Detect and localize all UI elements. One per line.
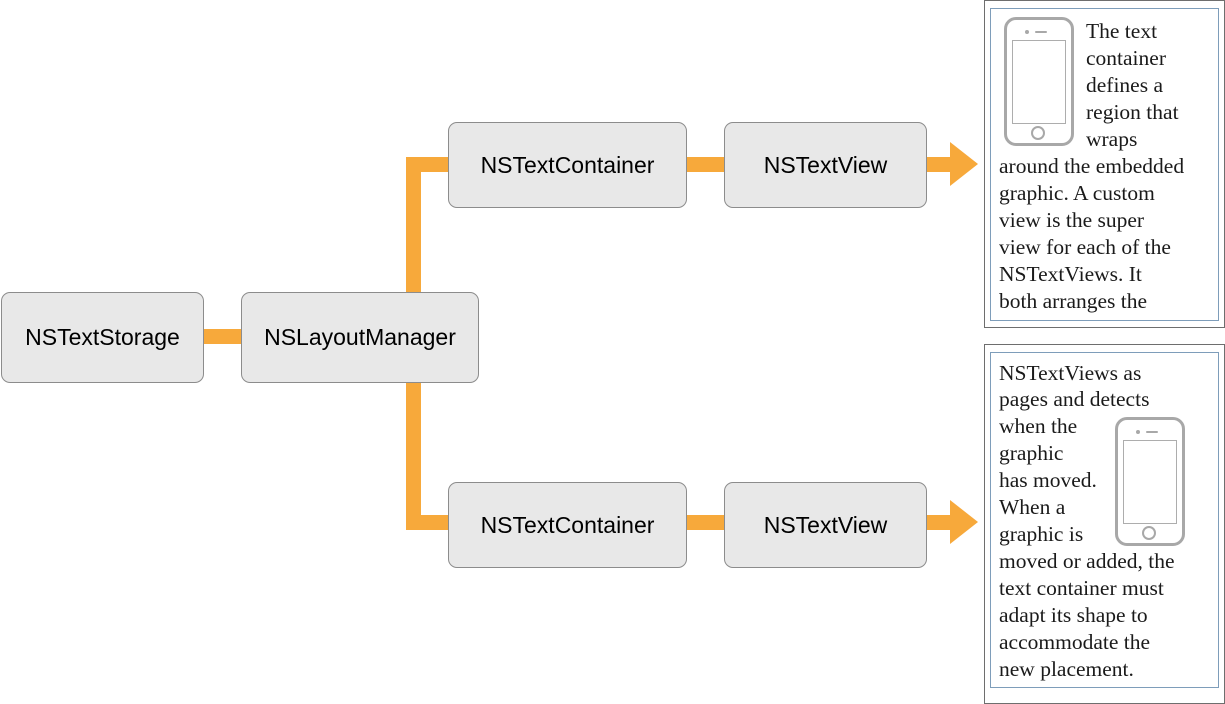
page-bottom-line-1: NSTextViews as <box>999 361 1142 385</box>
phone-home-button <box>1031 126 1045 140</box>
page-bottom-line-2: pages and detects <box>999 387 1150 411</box>
connector-layout-up <box>406 157 421 293</box>
page-bottom-line-10: adapt its shape to <box>999 603 1148 627</box>
connector-to-top-container <box>406 157 449 172</box>
phone-home-button <box>1142 526 1156 540</box>
phone-camera <box>1025 30 1029 34</box>
phone-camera <box>1136 430 1140 434</box>
page-top-line-7: graphic. A custom <box>999 181 1155 205</box>
page-top-line-9: view for each of the <box>999 235 1171 259</box>
page-top-line-1: The text <box>1086 19 1158 43</box>
page-bottom-line-8: moved or added, the <box>999 549 1175 573</box>
node-text-view-bottom: NSTextView <box>724 482 927 568</box>
phone-speaker <box>1035 31 1047 33</box>
page-top-line-11: both arranges the <box>999 289 1148 313</box>
page-top-line-5: wraps <box>1086 127 1138 151</box>
page-bottom-line-6: When a <box>999 495 1066 519</box>
page-top-line-2: container <box>1086 46 1166 70</box>
connector-to-bottom-container <box>406 515 449 530</box>
connector-layout-down <box>406 381 421 530</box>
page-top-line-8: view is the super <box>999 208 1145 232</box>
page-top-line-6: around the embedded <box>999 154 1185 178</box>
phone-icon <box>1004 17 1074 146</box>
connector-top-view-to-page <box>926 157 952 172</box>
connector-bottom-view-to-page <box>926 515 952 530</box>
page-bottom-line-4: graphic <box>999 441 1064 465</box>
page-bottom-line-5: has moved. <box>999 468 1097 492</box>
connector-bottom-container-to-view <box>686 515 725 530</box>
page-bottom-line-3: when the <box>999 414 1078 438</box>
connector-storage-to-layout <box>203 329 242 344</box>
connector-top-container-to-view <box>686 157 725 172</box>
phone-screen <box>1123 440 1177 524</box>
page-top-line-4: region that <box>1086 100 1179 124</box>
phone-speaker <box>1146 431 1158 433</box>
phone-screen <box>1012 40 1066 124</box>
phone-icon <box>1115 417 1185 546</box>
page-bottom-line-7: graphic is <box>999 522 1084 546</box>
page-bottom-line-9: text container must <box>999 576 1164 600</box>
page-top-line-3: defines a <box>1086 73 1164 97</box>
node-text-storage: NSTextStorage <box>1 292 204 383</box>
page-bottom-line-11: accommodate the <box>999 630 1151 654</box>
node-text-container-bottom: NSTextContainer <box>448 482 687 568</box>
node-text-view-top: NSTextView <box>724 122 927 208</box>
node-layout-manager: NSLayoutManager <box>241 292 479 383</box>
node-text-container-top: NSTextContainer <box>448 122 687 208</box>
arrow-top-view-to-page <box>950 142 978 186</box>
arrow-bottom-view-to-page <box>950 500 978 544</box>
page-bottom-line-12: new placement. <box>999 657 1134 681</box>
page-top-line-10: NSTextViews. It <box>999 262 1142 286</box>
